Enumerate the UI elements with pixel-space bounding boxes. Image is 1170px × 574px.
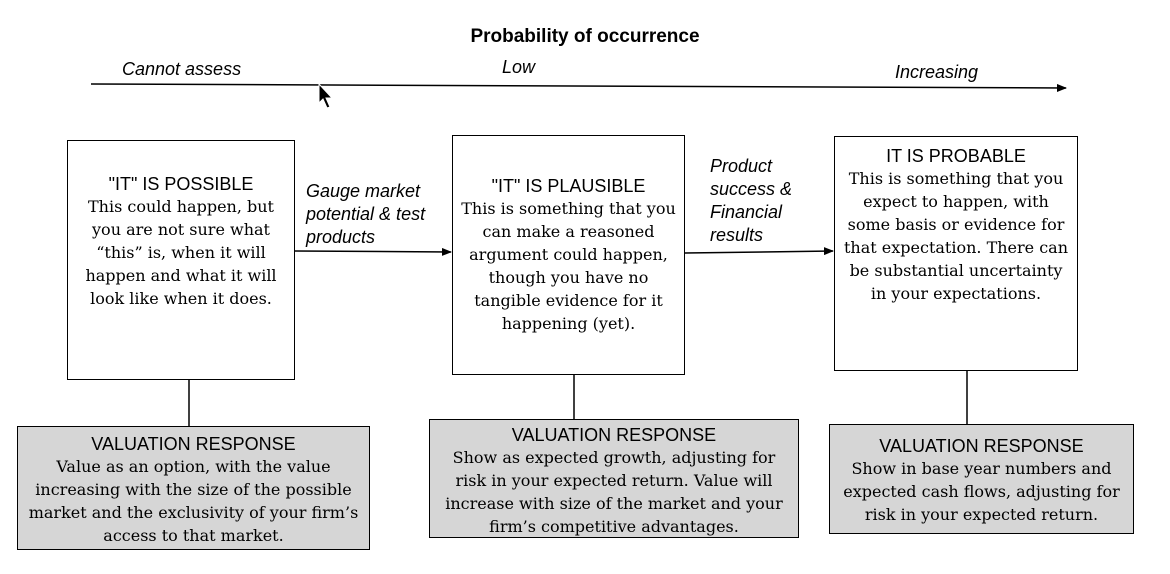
response-description: Show in base year numbers and expected c… xyxy=(843,459,1120,524)
stage-box-possible: "IT" IS POSSIBLE This could happen, but … xyxy=(67,140,295,380)
valuation-response-1: VALUATION RESPONSE Value as an option, w… xyxy=(17,426,370,550)
stage-description: This could happen, but you are not sure … xyxy=(85,197,277,308)
transition-label-1: Gauge market potential & test products xyxy=(306,181,426,247)
diagram-title: Probability of occurrence xyxy=(470,26,700,47)
transition-arrow-1 xyxy=(294,247,452,256)
response-description: Show as expected growth, adjusting for r… xyxy=(445,448,783,536)
stage-heading: "IT" IS PLAUSIBLE xyxy=(491,176,646,196)
valuation-response-2: VALUATION RESPONSE Show as expected grow… xyxy=(429,419,799,538)
scale-label-cannot-assess: Cannot assess xyxy=(122,59,242,79)
stage-description: This is something that you expect to hap… xyxy=(843,169,1069,303)
response-heading: VALUATION RESPONSE xyxy=(879,436,1084,456)
response-heading: VALUATION RESPONSE xyxy=(511,425,717,445)
valuation-response-3: VALUATION RESPONSE Show in base year num… xyxy=(829,424,1134,534)
stage-description: This is something that you can make a re… xyxy=(461,199,676,333)
response-heading: VALUATION RESPONSE xyxy=(91,434,296,454)
scale-label-increasing: Increasing xyxy=(895,62,979,82)
transition-arrow-2 xyxy=(684,247,834,256)
scale-label-low: Low xyxy=(502,57,536,77)
stage-box-probable: IT IS PROBABLE This is something that yo… xyxy=(834,136,1078,371)
probability-axis-arrow xyxy=(90,83,1067,92)
stage-box-plausible: "IT" IS PLAUSIBLE This is something that… xyxy=(452,135,685,375)
stage-heading: "IT" IS POSSIBLE xyxy=(108,174,254,194)
transition-label-2: Product success & Financial results xyxy=(710,156,793,245)
stage-heading: IT IS PROBABLE xyxy=(886,146,1026,166)
mouse-pointer-icon xyxy=(318,82,334,109)
response-description: Value as an option, with the value incre… xyxy=(28,457,359,545)
